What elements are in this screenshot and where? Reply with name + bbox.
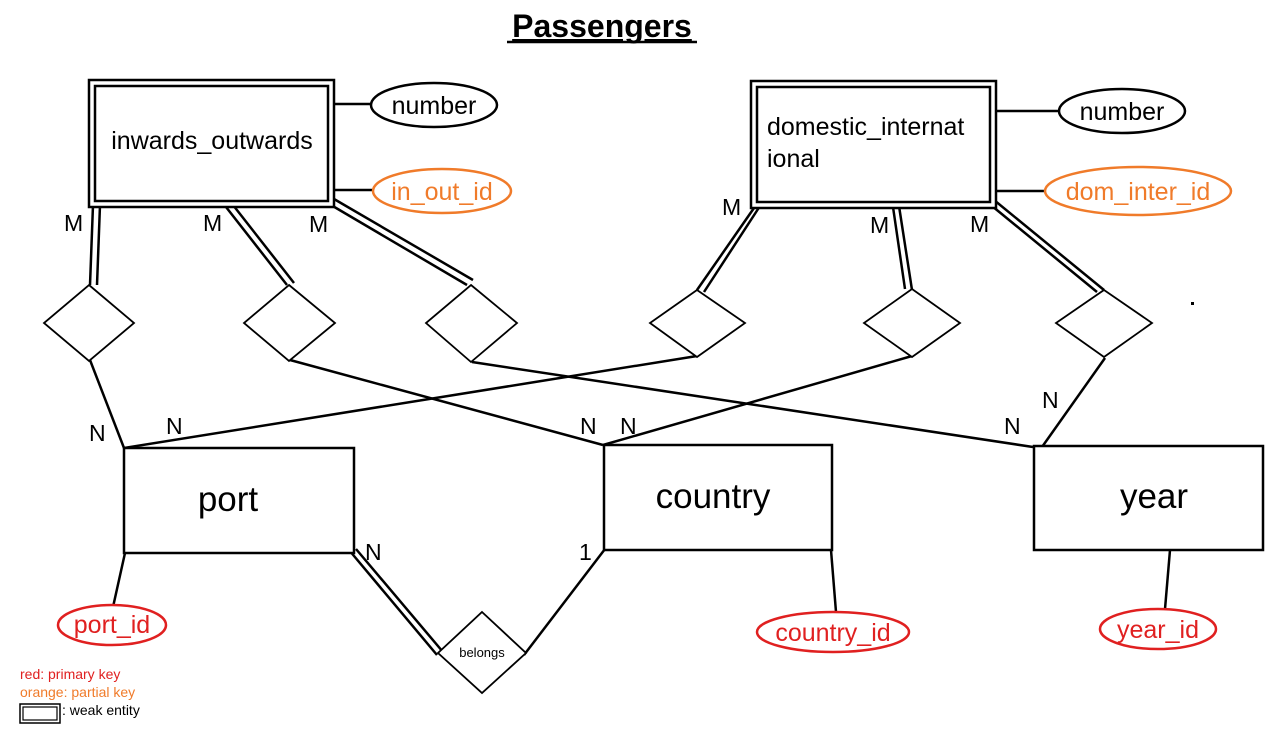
svg-text:number: number <box>1080 98 1165 126</box>
card-port-io: N <box>89 420 106 446</box>
attribute-year-id: year_id <box>1098 607 1218 651</box>
attribute-di-number: number <box>1057 87 1187 135</box>
entity-year: year <box>1032 444 1265 552</box>
relationship-diamond-io-port <box>42 283 136 363</box>
attribute-io-partial-key: in_out_id <box>371 167 513 215</box>
card-country-io: N <box>580 413 597 439</box>
card-country-di: N <box>620 413 637 439</box>
card-io-country: M <box>203 210 222 236</box>
card-io-port: M <box>64 210 83 236</box>
relationship-diamond-di-year <box>1054 288 1154 359</box>
weak-entity-domestic-international: domestic_internat ional <box>749 79 998 210</box>
diagram-title: Passengers <box>512 8 692 44</box>
svg-text:port: port <box>198 480 259 519</box>
weak-entity-name-line1: domestic_internat <box>767 113 964 141</box>
card-year-io: N <box>1004 413 1021 439</box>
relationship-diamond-io-year <box>424 283 519 364</box>
svg-text:dom_inter_id: dom_inter_id <box>1066 178 1211 206</box>
card-port-belongs: N <box>365 539 382 565</box>
entity-port: port <box>122 446 356 555</box>
relationship-diamond-di-port <box>648 288 747 359</box>
svg-text:country_id: country_id <box>775 619 890 647</box>
weak-entity-inwards-outwards: inwards_outwards <box>87 78 336 209</box>
card-di-country: M <box>870 212 889 238</box>
entity-country: country <box>602 443 834 552</box>
weak-entity-name-line2: ional <box>767 145 820 173</box>
svg-text:in_out_id: in_out_id <box>391 178 492 206</box>
attribute-io-number: number <box>369 81 499 129</box>
weak-entity-name: inwards_outwards <box>111 127 313 155</box>
card-year-di: N <box>1042 387 1059 413</box>
card-di-port: M <box>722 194 741 220</box>
svg-text:number: number <box>392 92 477 120</box>
legend: red: primary key orange: partial key : w… <box>19 666 140 724</box>
cardinality-labels: M M M M M M N N N N N N N 1 <box>64 194 1059 565</box>
legend-partial-key: orange: partial key <box>20 684 135 700</box>
card-port-di: N <box>166 413 183 439</box>
attribute-port-id: port_id <box>56 603 168 647</box>
card-di-year: M <box>970 211 989 237</box>
card-country-belongs: 1 <box>579 539 592 565</box>
svg-text:country: country <box>656 477 771 516</box>
svg-text:port_id: port_id <box>74 611 150 639</box>
legend-primary-key: red: primary key <box>20 666 120 682</box>
relationship-diamond-io-country <box>242 283 337 363</box>
legend-weak-entity: : weak entity <box>62 702 140 718</box>
svg-text:year: year <box>1120 477 1188 516</box>
svg-text:belongs: belongs <box>459 645 505 660</box>
card-io-year: M <box>309 211 328 237</box>
relationship-belongs: belongs <box>436 610 528 695</box>
relationship-diamond-di-country <box>862 287 962 359</box>
attribute-di-partial-key: dom_inter_id <box>1043 165 1233 217</box>
attribute-country-id: country_id <box>755 610 911 654</box>
svg-text:year_id: year_id <box>1117 616 1199 644</box>
